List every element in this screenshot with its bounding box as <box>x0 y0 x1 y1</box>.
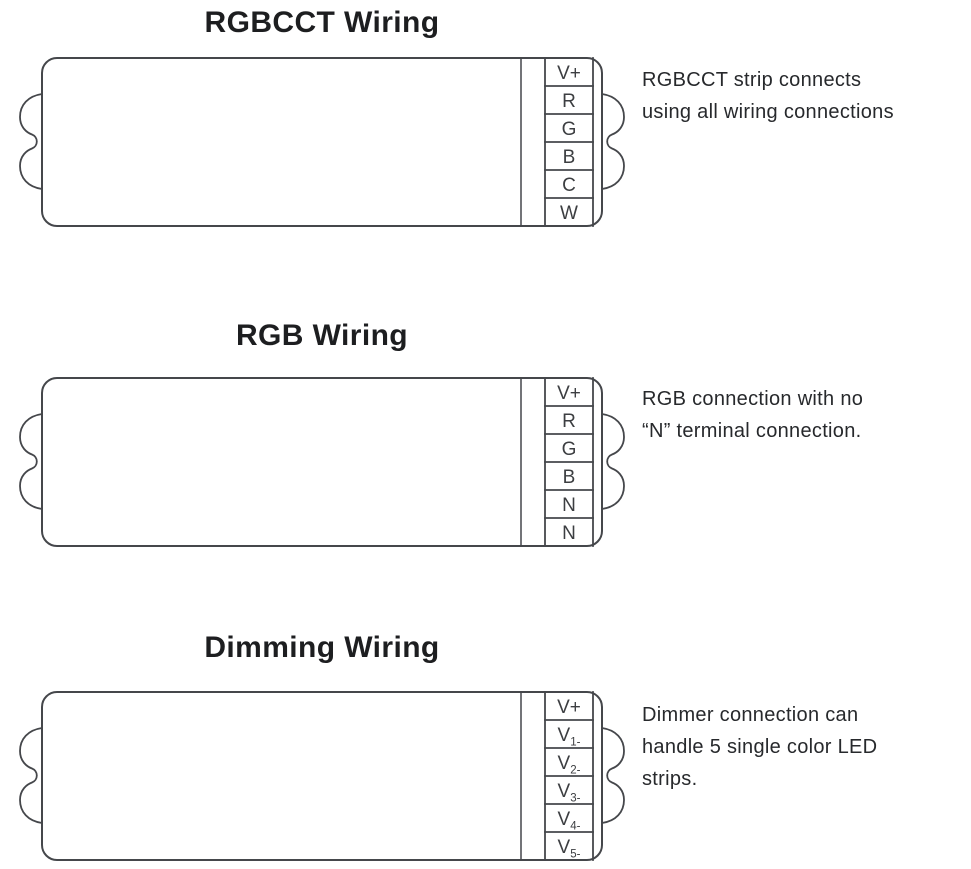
terminal-label: V2- <box>558 753 581 777</box>
rgbcct-description: RGBCCT strip connects using all wiring c… <box>642 64 894 128</box>
rgbcct-controller-diagram: V+ R G B C W <box>19 57 625 227</box>
rgbcct-diagram-title: RGBCCT Wiring <box>204 6 440 39</box>
terminal-block <box>544 691 594 861</box>
description-line: using all wiring connections <box>642 101 894 123</box>
terminal-label: V+ <box>557 383 581 404</box>
mounting-ear-right-icon <box>601 93 625 190</box>
dimming-diagram-title: Dimming Wiring <box>204 631 440 664</box>
terminal-label: W <box>560 203 578 224</box>
mounting-ear-left-icon <box>19 93 43 190</box>
description-line: Dimmer connection can <box>642 704 859 726</box>
mounting-ear-right-icon <box>601 413 625 510</box>
terminal-label: V+ <box>557 697 581 718</box>
controller-body <box>41 377 603 547</box>
terminal-label: B <box>563 147 576 168</box>
terminal-label: C <box>562 175 576 196</box>
terminal-block <box>544 377 594 547</box>
terminal-label: G <box>562 119 577 140</box>
mounting-ear-right-icon <box>601 727 625 824</box>
terminal-label: G <box>562 439 577 460</box>
description-line: handle 5 single color LED <box>642 736 878 758</box>
terminal-label: N <box>562 523 576 544</box>
terminal-label: B <box>563 467 576 488</box>
terminal-label: N <box>562 495 576 516</box>
terminal-labels: V+ R G B N N <box>557 383 581 544</box>
description-line: strips. <box>642 768 698 790</box>
mounting-ear-left-icon <box>19 727 43 824</box>
description-line: “N” terminal connection. <box>642 420 862 442</box>
terminal-label: R <box>562 411 576 432</box>
description-line: RGBCCT strip connects <box>642 69 862 91</box>
terminal-label: V5- <box>558 837 581 861</box>
dimming-controller-diagram: V+ V1- V2- V3- V4- V5- <box>19 691 625 861</box>
terminal-label: V1- <box>558 725 581 749</box>
rgb-diagram-title: RGB Wiring <box>235 319 409 352</box>
terminal-label: V3- <box>558 781 581 805</box>
terminal-label: V4- <box>558 809 581 833</box>
mounting-ear-left-icon <box>19 413 43 510</box>
rgb-controller-diagram: V+ R G B N N <box>19 377 625 547</box>
terminal-label: V+ <box>557 63 581 84</box>
terminal-block <box>544 57 594 227</box>
terminal-labels: V+ V1- V2- V3- V4- V5- <box>557 697 581 861</box>
controller-body <box>41 57 603 227</box>
terminal-label: R <box>562 91 576 112</box>
rgb-description: RGB connection with no “N” terminal conn… <box>642 383 863 447</box>
terminal-labels: V+ R G B C W <box>557 63 581 224</box>
controller-body <box>41 691 603 861</box>
dimming-description: Dimmer connection can handle 5 single co… <box>642 699 877 795</box>
description-line: RGB connection with no <box>642 388 864 410</box>
